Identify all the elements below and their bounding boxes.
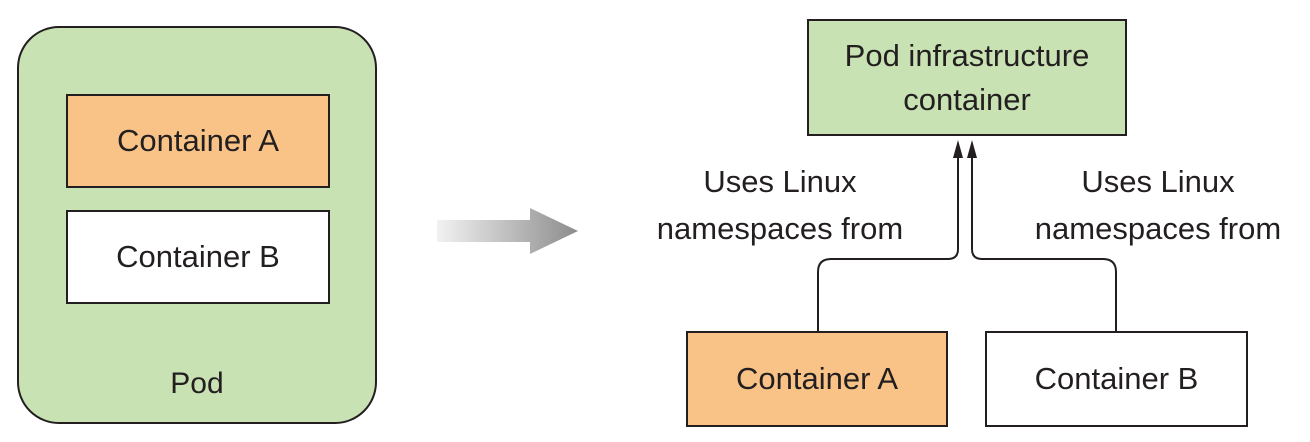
pod-box: Container A Container B Pod [17, 26, 377, 424]
connector-container-b [971, 152, 1117, 331]
container-a: Container A [686, 331, 948, 427]
connector-container-a [817, 152, 959, 331]
pod-container-a-label: Container A [117, 123, 279, 158]
pod-container-b: Container B [66, 210, 330, 304]
edge-label-left-line2: namespaces from [656, 211, 904, 246]
container-b-label: Container B [1034, 361, 1199, 396]
arrowhead-left-icon [953, 140, 963, 158]
transform-arrow-icon [437, 208, 578, 254]
container-b: Container B [985, 331, 1248, 427]
container-a-label: Container A [736, 361, 898, 396]
edge-label-right: Uses Linux namespaces from [1014, 158, 1302, 252]
edge-label-left-line1: Uses Linux [703, 164, 857, 199]
pod-container-a: Container A [66, 94, 330, 188]
pod-label: Pod [170, 367, 224, 400]
edge-label-right-line2: namespaces from [1034, 211, 1282, 246]
pod-container-b-label: Container B [116, 239, 280, 274]
infra-label-line2: container [903, 81, 1031, 117]
edge-label-right-line1: Uses Linux [1081, 164, 1235, 199]
arrowhead-right-icon [967, 140, 977, 158]
pod-infrastructure-container: Pod infrastructure container [807, 19, 1127, 136]
infra-label-line1: Pod infrastructure [844, 37, 1090, 73]
edge-label-left: Uses Linux namespaces from [636, 158, 924, 252]
